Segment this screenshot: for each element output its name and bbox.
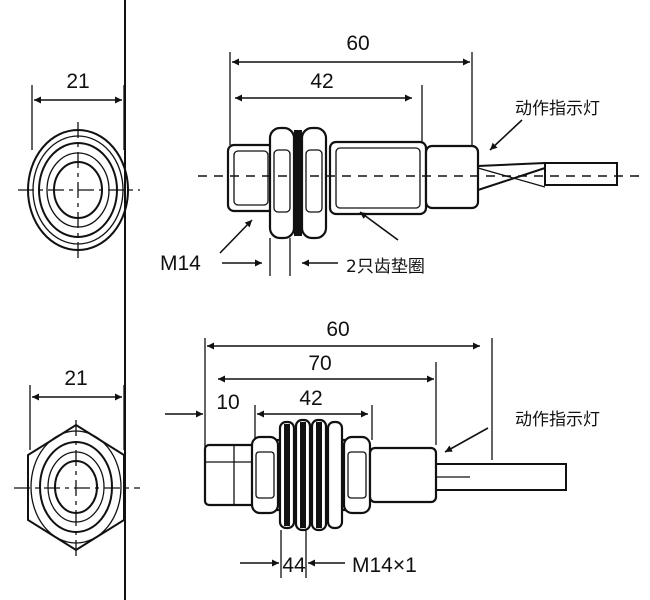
top-sensing-head-inner xyxy=(233,150,269,206)
top-dim-60-label: 60 xyxy=(346,32,369,55)
bottom-sensing-head xyxy=(203,443,259,507)
bottom-led-arrow xyxy=(444,427,489,453)
top-thread-body-inner xyxy=(335,147,421,209)
top-dim-42-label: 42 xyxy=(310,70,333,93)
top-led-arrow xyxy=(489,119,523,151)
bottom-nut-dim-label: 44 xyxy=(282,554,306,577)
top-nut-left-inner xyxy=(273,149,291,213)
top-nut-right-inner xyxy=(305,149,323,213)
top-side-view: 60 42 动作指示灯 M14 2只齿垫圈 xyxy=(160,32,640,277)
bottom-end-dim-diameter: 21 xyxy=(64,367,87,390)
top-led-label: 动作指示灯 xyxy=(515,99,600,119)
top-washer-leader xyxy=(359,211,399,241)
top-end-dim-diameter: 21 xyxy=(66,70,89,93)
top-thread-body xyxy=(328,140,428,216)
top-end-view: 21 xyxy=(18,70,140,262)
bottom-led-label: 动作指示灯 xyxy=(515,410,600,430)
top-sensing-head xyxy=(226,143,276,213)
bottom-washer-3-band xyxy=(316,422,322,528)
bottom-dim-10-label: 10 xyxy=(216,391,239,414)
bottom-end-view: 21 xyxy=(14,367,140,560)
top-thread-label: M14 xyxy=(160,252,201,275)
top-washer-band xyxy=(294,130,302,236)
top-cable-wire xyxy=(544,162,618,186)
bottom-washer-4 xyxy=(326,420,344,530)
bottom-dim-60-label: 60 xyxy=(326,318,349,341)
bottom-nut-left-inner xyxy=(255,451,275,499)
bottom-side-view: 60 70 10 42 动作指示灯 xyxy=(165,318,600,578)
top-cable-bottom xyxy=(477,167,546,191)
bottom-dim-42-label: 42 xyxy=(299,387,322,410)
bottom-tail xyxy=(368,446,438,504)
bottom-washer-1-band xyxy=(284,424,290,526)
top-cable-cross xyxy=(477,167,546,188)
top-nut-right xyxy=(300,126,328,240)
top-tail xyxy=(424,144,480,210)
bottom-washer-2-band xyxy=(300,422,306,528)
bottom-nut-left xyxy=(250,435,280,515)
bottom-nut-right-inner xyxy=(347,451,367,499)
bottom-dim-70-label: 70 xyxy=(308,352,331,375)
bottom-thread-label: M14×1 xyxy=(352,554,417,577)
top-cable-top xyxy=(477,162,546,167)
top-washer-label: 2只齿垫圈 xyxy=(346,257,425,277)
top-thread-arrow-up xyxy=(219,219,253,254)
